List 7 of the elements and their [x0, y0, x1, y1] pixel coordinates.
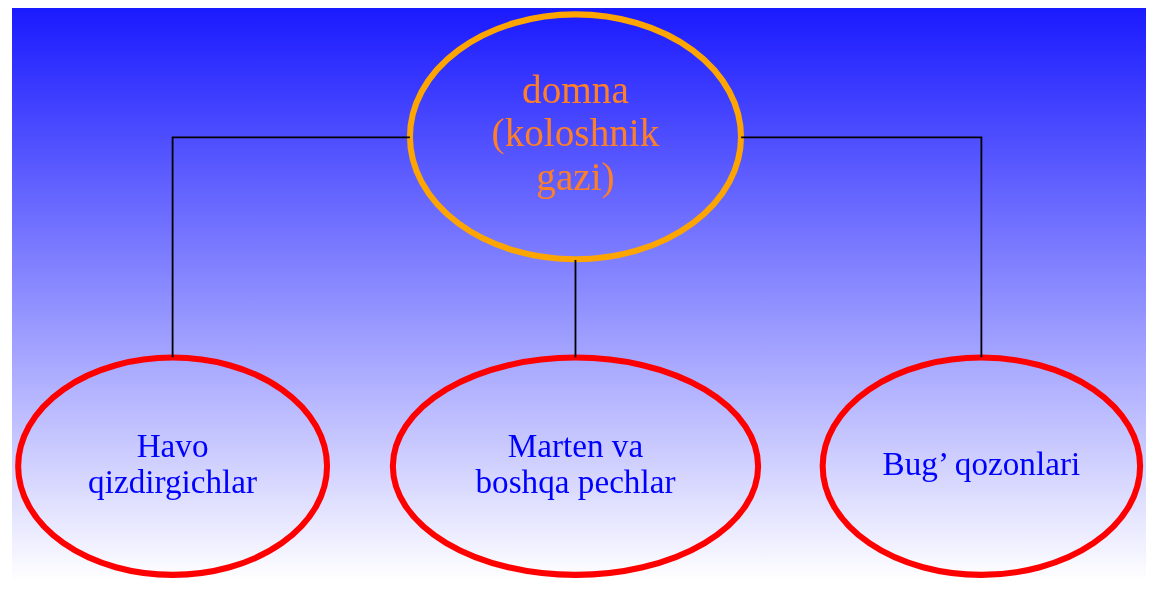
node-ellipse: Havo qizdirgichlar	[15, 354, 331, 578]
node-ellipse: Marten va boshqa pechlar	[389, 354, 762, 578]
connector	[740, 136, 983, 359]
connector	[574, 259, 577, 359]
node-ellipse: domna (koloshnik gazi)	[406, 11, 745, 263]
connector	[171, 136, 411, 359]
node-ellipse: Bug’ qozonlari	[819, 354, 1144, 578]
